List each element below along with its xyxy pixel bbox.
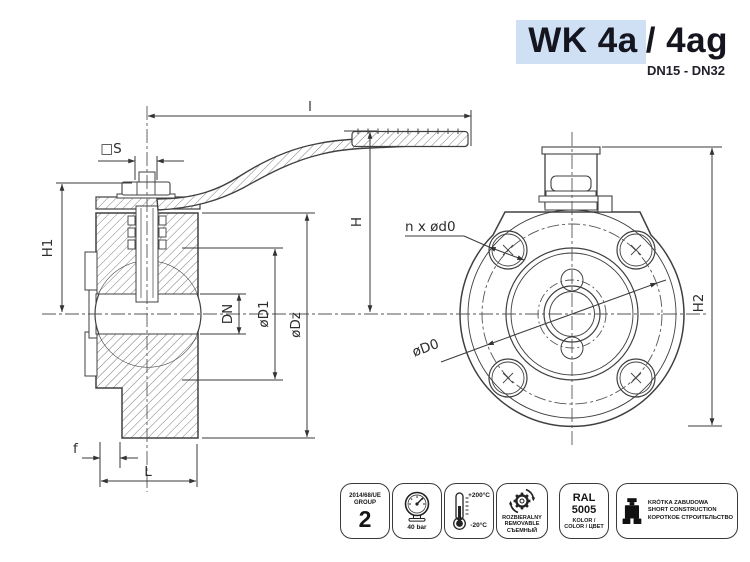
dim-label-d0: øD0: [410, 336, 441, 360]
badge-removable: ROZBIERALNY REMOVABLE СЪЕМНЫЙ: [496, 483, 548, 539]
dim-label-h2: H2: [691, 294, 707, 313]
dim-label-f: f: [73, 441, 79, 457]
thermometer-icon: [453, 492, 469, 530]
badge-color: RAL 5005 KOLOR / COLOR / ЦВЕТ: [559, 483, 609, 539]
removable-en: REMOVABLE: [504, 521, 540, 528]
dim-label-stem-square: □S: [100, 141, 121, 157]
stem-assembly: [538, 146, 613, 213]
removable-pl: ROZBIERALNY: [502, 514, 542, 521]
dim-label-h: H: [349, 217, 365, 227]
dim-label-dz: øDz: [288, 312, 304, 338]
ped-directive: 2014/68/UE: [349, 492, 381, 499]
dim-label-d1: øD1: [256, 300, 272, 327]
certification-badges-row: 2014/68/UE GROUP 2 40 bar: [340, 483, 740, 539]
dim-label-lever-length: l: [308, 99, 312, 115]
dim-label-l: L: [144, 464, 152, 480]
badge-short-construction: KRÓTKA ZABUDOWA SHORT CONSTRUCTION КОРОТ…: [616, 483, 738, 539]
badge-temperature: +200°C -20°C: [444, 483, 494, 539]
color-label-pl: KOLOR /: [572, 517, 596, 524]
ped-group-value: 2: [358, 505, 372, 532]
valve-section-view: [84, 128, 469, 439]
badge-pressure: 40 bar: [392, 483, 442, 539]
temperature-max: +200°C: [468, 492, 490, 499]
bolt-holes: [488, 230, 656, 398]
title-model-suffix: / 4ag: [645, 21, 728, 60]
badge-ped-group: 2014/68/UE GROUP 2: [340, 483, 390, 539]
pressure-gauge-icon: [404, 491, 430, 522]
dim-label-dn: DN: [220, 304, 236, 325]
dimension-lines: [56, 110, 722, 487]
dim-label-bolt-holes: n x ød0: [405, 219, 456, 235]
ped-group-label: GROUP: [353, 499, 376, 506]
page-title: WK 4a/ 4ag: [516, 20, 728, 64]
pressure-rating: 40 bar: [407, 524, 427, 531]
dim-label-h1: H1: [40, 239, 56, 258]
short-construction-ru: КОРОТКОЕ СТРОИТЕЛЬСТВО: [647, 514, 733, 521]
dimension-labels: l □S H1 H DN øD1 øDz f L n x ød0 øD0 H2: [40, 99, 707, 480]
ral-label: RAL: [572, 491, 596, 504]
title-size-range: DN15 - DN32: [646, 63, 725, 78]
temperature-min: -20°C: [470, 522, 487, 529]
short-construction-pl: KRÓTKA ZABUDOWA: [647, 499, 709, 506]
short-construction-en: SHORT CONSTRUCTION: [647, 507, 717, 514]
removable-ru: СЪЕМНЫЙ: [506, 527, 538, 534]
gear-recycle-icon: [508, 488, 536, 513]
title-model-highlight: WK 4a: [516, 20, 646, 64]
ral-number: 5005: [571, 503, 597, 516]
title-block: WK 4a/ 4ag DN15 - DN32: [516, 20, 728, 78]
valve-silhouette-icon: [622, 497, 642, 524]
color-label-en-ru: COLOR / ЦВЕТ: [564, 524, 604, 530]
technical-drawing: l □S H1 H DN øD1 øDz f L n x ød0 øD0 H2: [40, 99, 722, 492]
